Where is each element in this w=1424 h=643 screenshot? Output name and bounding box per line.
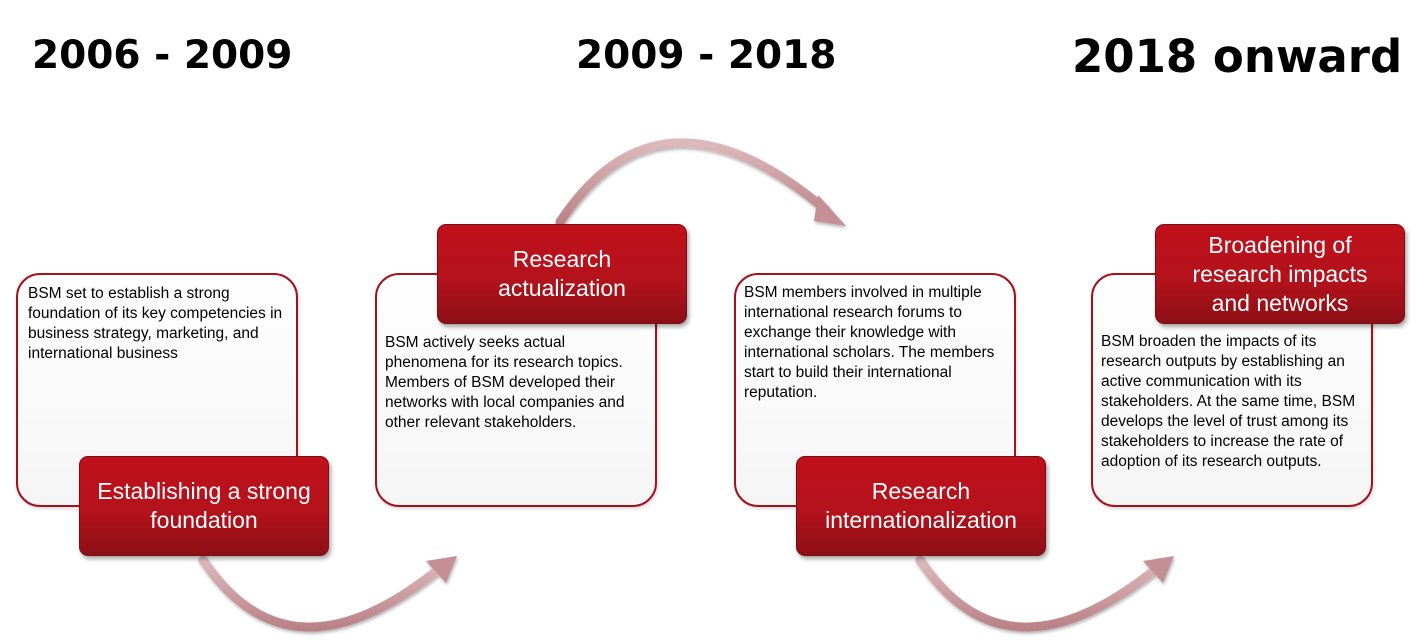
arrow-stage3-to-stage4 (915, 555, 1174, 632)
stage2-title-label: Research actualization (437, 224, 687, 324)
stage2-description: BSM actively seeks actual phenomena for … (385, 334, 625, 431)
arrow-stage1-to-stage2 (198, 555, 457, 632)
stage3-title: Research internationalization (825, 478, 1017, 533)
period-heading-2009-2018: 2009 - 2018 (576, 33, 837, 78)
stage4-title: Broadening of research impacts and netwo… (1192, 231, 1368, 316)
stage4-title-label: Broadening of research impacts and netwo… (1155, 224, 1405, 324)
stage2-title: Research actualization (498, 246, 626, 301)
arrow-stage2-to-stage3 (555, 138, 846, 227)
stage4-description: BSM broaden the impacts of its research … (1101, 333, 1356, 470)
period-heading-2018-onward: 2018 onward (1072, 30, 1403, 83)
stage3-description: BSM members involved in multiple interna… (744, 284, 995, 401)
period-heading-2006-2009: 2006 - 2009 (32, 33, 293, 78)
stage3-title-label: Research internationalization (796, 456, 1046, 556)
stage1-title-label: Establishing a strong foundation (79, 456, 329, 556)
stage1-description: BSM set to establish a strong foundation… (28, 285, 283, 362)
stage1-title: Establishing a strong foundation (97, 478, 311, 533)
